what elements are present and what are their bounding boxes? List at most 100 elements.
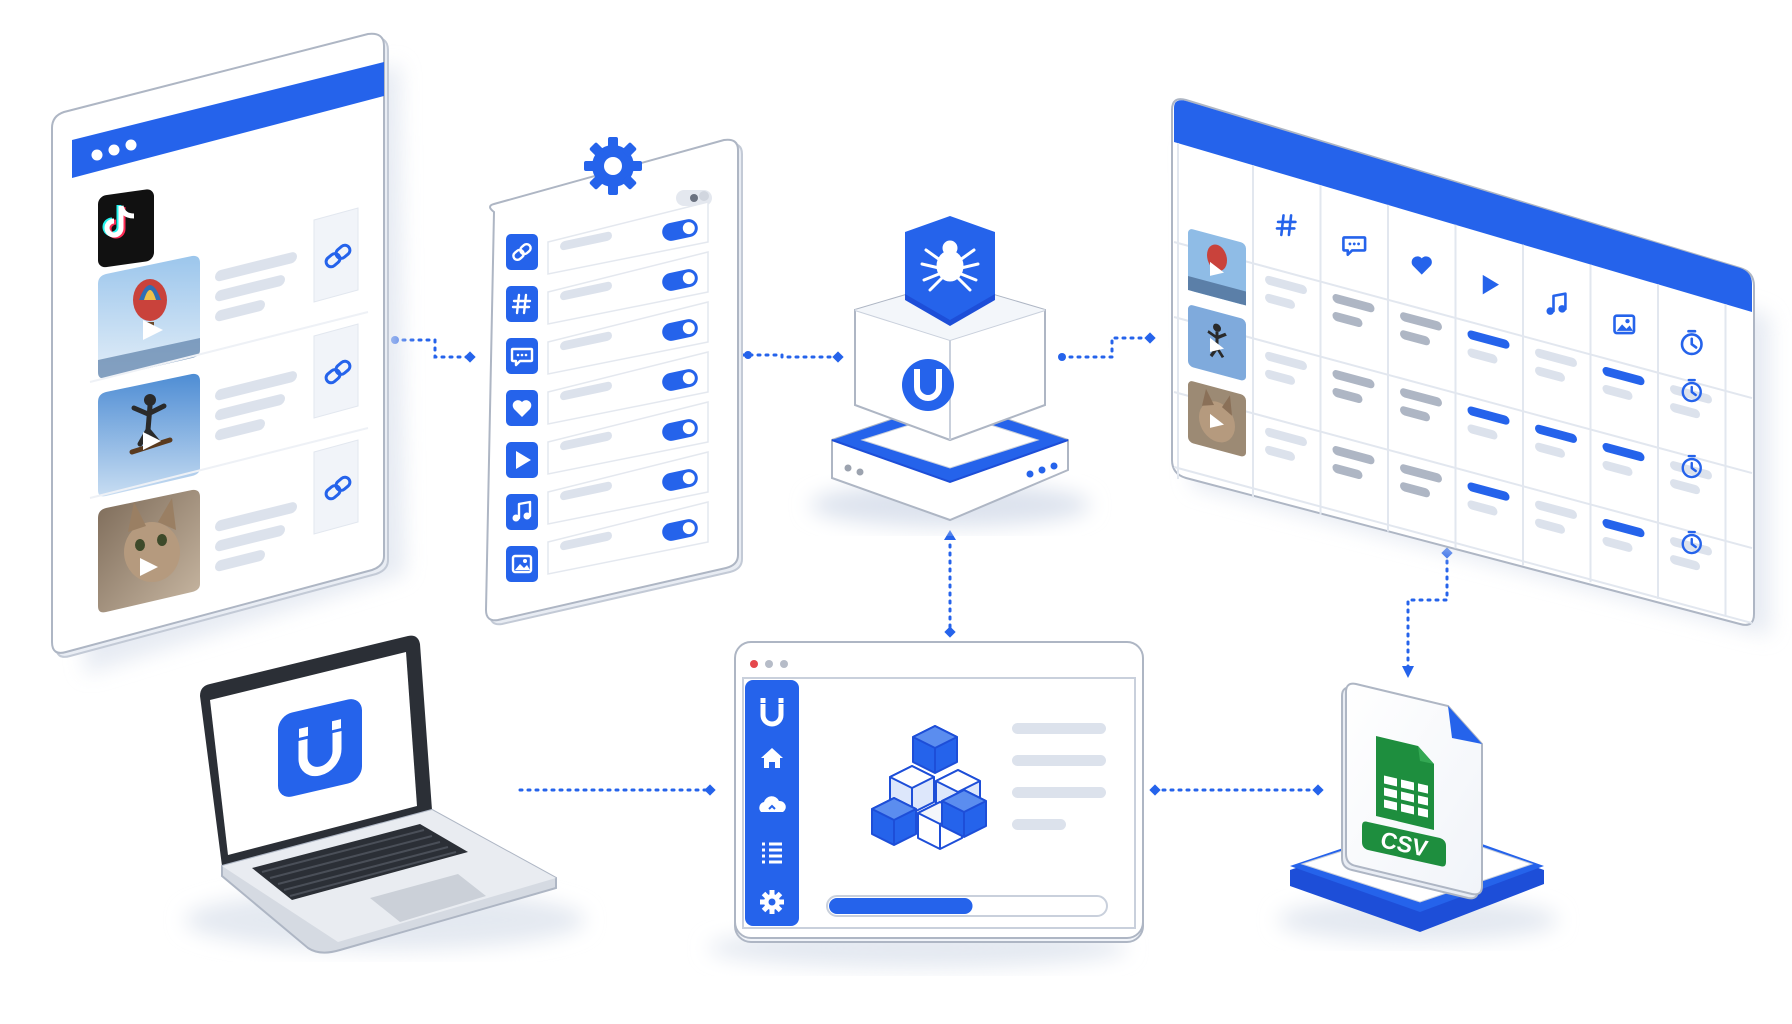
comment-icon[interactable]	[1342, 236, 1367, 257]
toggle-switch[interactable]	[661, 367, 700, 392]
table-cell	[1332, 312, 1363, 328]
settings-panel	[484, 137, 743, 626]
table-cell	[1400, 406, 1430, 422]
clock-icon	[1681, 378, 1702, 403]
csv-export: CSV	[1278, 682, 1558, 942]
settings-option[interactable]	[506, 251, 709, 325]
tiktok-logo-icon	[98, 189, 154, 268]
table-cell	[1535, 500, 1577, 519]
settings-option[interactable]	[506, 301, 709, 375]
table-cell	[1467, 406, 1510, 425]
settings-option[interactable]	[506, 501, 709, 582]
window-dot	[125, 139, 137, 151]
table-cell	[1400, 464, 1442, 483]
connector-table-to-csv	[1406, 551, 1449, 670]
table-cell	[1400, 388, 1442, 407]
table-cell	[1602, 460, 1633, 476]
gear-icon[interactable]	[584, 137, 642, 195]
list-icon[interactable]	[762, 842, 782, 864]
window-dot	[91, 149, 103, 161]
table-cell	[1400, 482, 1430, 498]
heart-icon[interactable]	[1411, 256, 1432, 275]
table-row[interactable]	[1188, 380, 1712, 571]
table-cell	[1467, 500, 1498, 516]
table-cell	[1535, 348, 1577, 367]
connector-engine-to-table	[1060, 336, 1152, 359]
window-dot	[750, 660, 758, 668]
skateboarder-photo	[1188, 305, 1246, 381]
table-cell	[1670, 555, 1700, 571]
table-cell	[1602, 366, 1645, 386]
cat-photo	[1188, 381, 1246, 457]
link-icon	[506, 234, 538, 270]
video-row[interactable]	[98, 323, 359, 497]
progress-fill	[829, 898, 973, 914]
image-icon[interactable]	[1613, 314, 1636, 335]
music-note-icon	[506, 494, 538, 530]
image-icon	[506, 546, 538, 582]
table-cell	[1602, 384, 1633, 400]
table-cell	[1467, 348, 1498, 364]
play-icon[interactable]	[1482, 274, 1499, 295]
play-icon	[143, 320, 163, 340]
table-cell	[1332, 294, 1375, 313]
toggle-switch[interactable]	[661, 317, 700, 342]
clock-icon[interactable]	[1680, 329, 1703, 356]
table-cell	[1535, 518, 1565, 534]
table-cell	[1332, 370, 1375, 389]
magnet-logo-icon[interactable]	[760, 698, 784, 727]
toggle-switch[interactable]	[661, 467, 700, 492]
window-dot	[780, 660, 788, 668]
table-cell	[1602, 518, 1645, 538]
gear-icon[interactable]	[760, 890, 784, 914]
table-cell	[1535, 366, 1565, 382]
table-rows	[1188, 228, 1712, 571]
master-toggle[interactable]	[676, 190, 712, 206]
table-titlebar	[1174, 100, 1752, 312]
settings-option[interactable]	[506, 201, 709, 275]
link-icon[interactable]	[324, 475, 352, 501]
cloud-icon[interactable]	[759, 796, 786, 812]
heart-icon	[506, 390, 538, 426]
csv-badge[interactable]	[1362, 821, 1446, 867]
play-icon	[140, 558, 158, 576]
settings-option[interactable]	[506, 351, 709, 426]
table-cell	[1332, 464, 1363, 480]
settings-option[interactable]	[506, 401, 709, 478]
table-cell	[1535, 424, 1577, 443]
link-icon[interactable]	[324, 243, 352, 269]
table-cell	[1400, 330, 1430, 346]
toggle-switch[interactable]	[661, 267, 700, 292]
toggle-switch[interactable]	[661, 517, 700, 542]
table-cell	[1265, 293, 1295, 309]
table-cell	[1265, 275, 1307, 294]
trackpad[interactable]	[370, 874, 486, 922]
home-icon[interactable]	[761, 748, 783, 768]
table-cell	[1265, 369, 1295, 385]
toggle-switch[interactable]	[661, 217, 700, 242]
video-list-titlebar	[72, 62, 384, 178]
music-note-icon[interactable]	[1546, 292, 1567, 315]
table-cell	[1467, 482, 1510, 501]
table-headers	[1275, 214, 1703, 356]
table-row[interactable]	[1188, 304, 1712, 495]
table-cell	[1332, 446, 1375, 465]
toggle-switch[interactable]	[661, 417, 700, 442]
link-icon[interactable]	[324, 359, 352, 385]
settings-option[interactable]	[506, 451, 709, 530]
table-cell	[1265, 427, 1307, 446]
table-cell	[1670, 537, 1712, 556]
table-row[interactable]	[1188, 228, 1712, 419]
app-window	[708, 641, 1144, 968]
video-row[interactable]	[98, 207, 359, 379]
connector-settings-to-engine	[740, 353, 840, 359]
hot-air-balloon-photo	[1188, 229, 1246, 306]
spider-icon	[920, 240, 980, 292]
hashtag-icon[interactable]	[1275, 214, 1297, 237]
table-cell	[1265, 351, 1307, 370]
video-row[interactable]	[98, 439, 359, 613]
clock-icon	[1681, 454, 1702, 479]
hashtag-icon	[506, 286, 538, 322]
window-dot	[108, 144, 120, 156]
